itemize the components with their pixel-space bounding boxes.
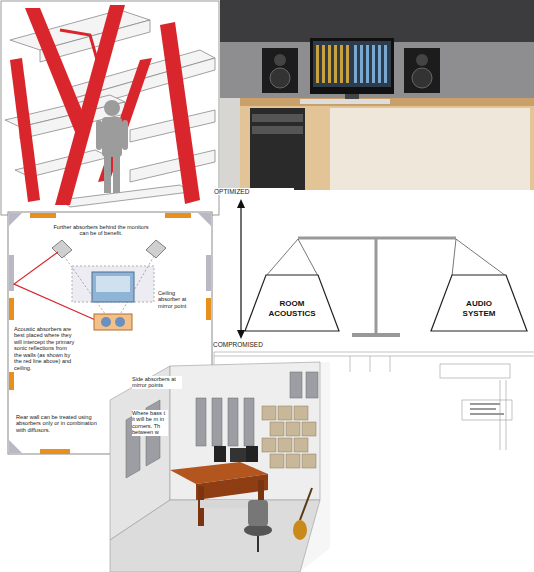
plan-note: Side absorbers at mirror points [132,376,182,389]
pan-label: AUDIO SYSTEM [453,274,505,319]
plan-note: Where bass t it will be m in corners. Th… [132,410,168,436]
pan-label: ROOM ACOUSTICS [266,274,318,319]
plan-note: Rear wall can be treated using absorbers… [16,414,98,433]
scale-end-label: COMPROMISED [213,341,303,348]
plan-note: Ceiling absorber at mirror point [158,290,192,309]
pan-shape [431,275,527,331]
scale-end-label: OPTIMIZED [214,188,294,195]
plan-note: Acoustic absorbers are best placed where… [14,326,76,371]
pan-shape [245,275,339,331]
scale-pan: AUDIO SYSTEM [430,274,528,332]
scale-pan: ROOM ACOUSTICS [244,274,340,332]
plan-note: Further absorbers behind the monitors ca… [52,224,150,237]
